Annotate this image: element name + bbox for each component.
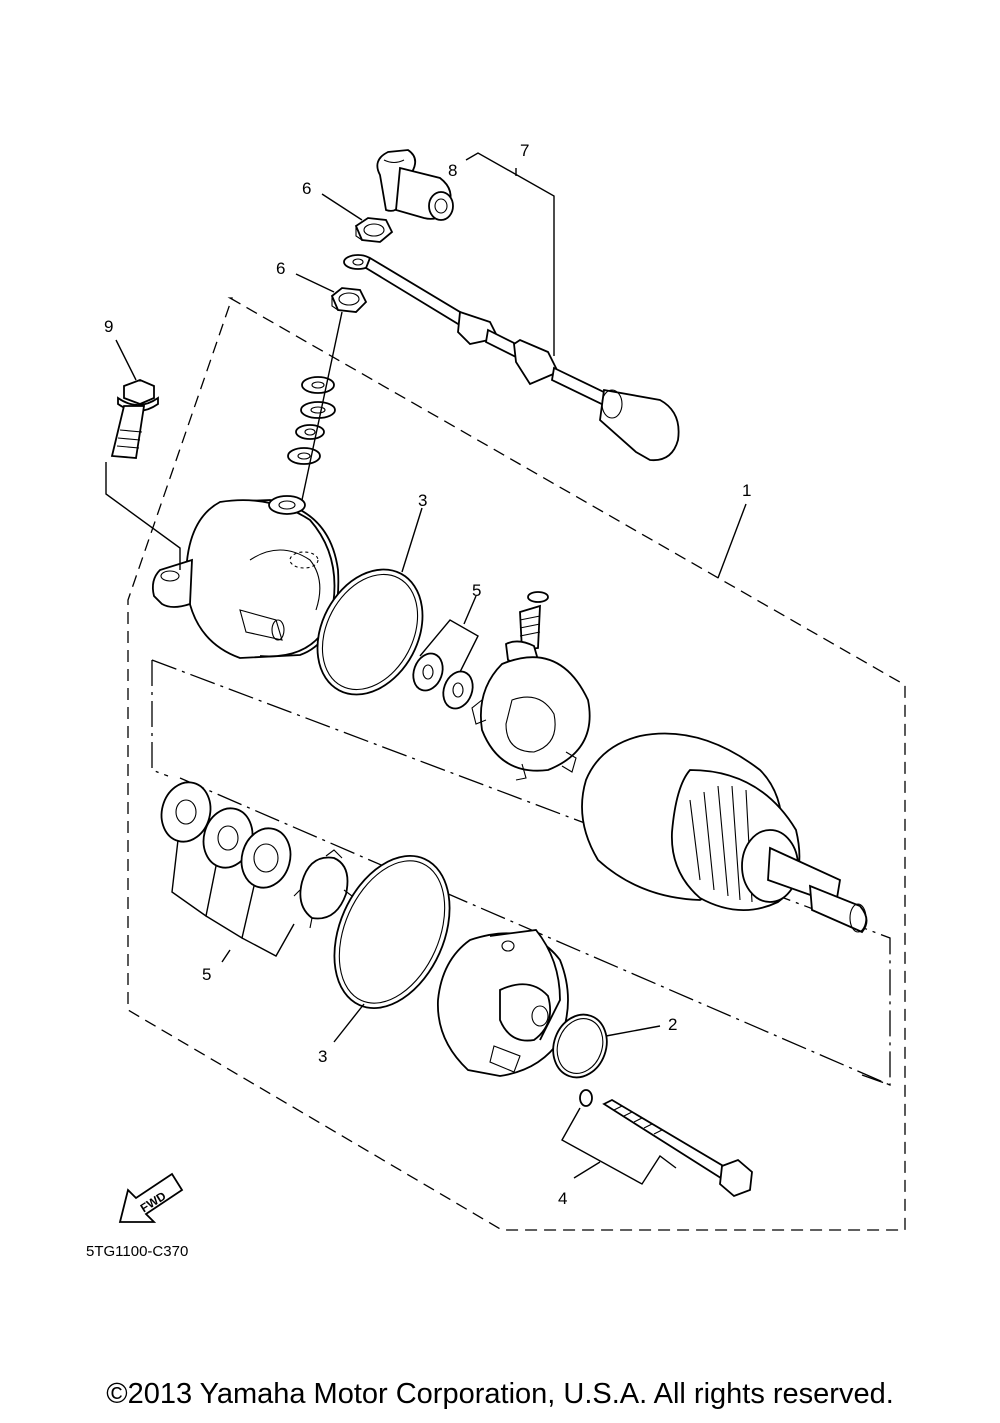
- washers-part-5-top: [412, 652, 474, 710]
- front-housing: [437, 929, 569, 1077]
- o-ring-part-3-top: [316, 568, 424, 696]
- diagram-code: 5TG1100-C370: [86, 1243, 188, 1260]
- callout-7: 7: [520, 141, 529, 160]
- washer-stack: [287, 376, 336, 465]
- callout-3-top: 3: [418, 491, 427, 510]
- o-ring-part-2: [552, 1013, 608, 1079]
- terminal-cap-part-8: [376, 149, 454, 221]
- nut-part-6-bottom: [330, 287, 368, 313]
- callout-5-bottom: 5: [202, 965, 211, 984]
- copyright-notice: ©2013 Yamaha Motor Corporation, U.S.A. A…: [106, 1378, 894, 1410]
- brush-holder-plate: [471, 591, 591, 781]
- bolt-and-o-ring-part-4: [579, 1089, 753, 1198]
- nut-part-6-top: [354, 217, 394, 243]
- inner-frame-top-edge: [151, 659, 891, 1086]
- callout-8: 8: [448, 161, 457, 180]
- starter-cable-part-7: [343, 254, 680, 462]
- washers-part-5-bottom: [160, 781, 353, 929]
- o-ring-part-3-bottom: [333, 855, 451, 1009]
- bolt-part-9: [110, 379, 159, 459]
- callout-4: 4: [558, 1189, 567, 1208]
- callout-6-top: 6: [302, 179, 311, 198]
- fwd-arrow-icon: FWD: [118, 1172, 184, 1223]
- inner-frame-dashdot: [151, 660, 169, 777]
- callout-9: 9: [104, 317, 113, 336]
- callout-1: 1: [742, 481, 751, 500]
- callout-3-bottom: 3: [318, 1047, 327, 1066]
- callout-6-bottom: 6: [276, 259, 285, 278]
- leader-lines: [105, 152, 747, 1185]
- assembly-boundary-dashed: [127, 297, 906, 1231]
- callout-2: 2: [668, 1015, 677, 1034]
- rear-housing: [151, 495, 340, 659]
- callout-5-top: 5: [472, 581, 481, 600]
- armature: [581, 732, 868, 934]
